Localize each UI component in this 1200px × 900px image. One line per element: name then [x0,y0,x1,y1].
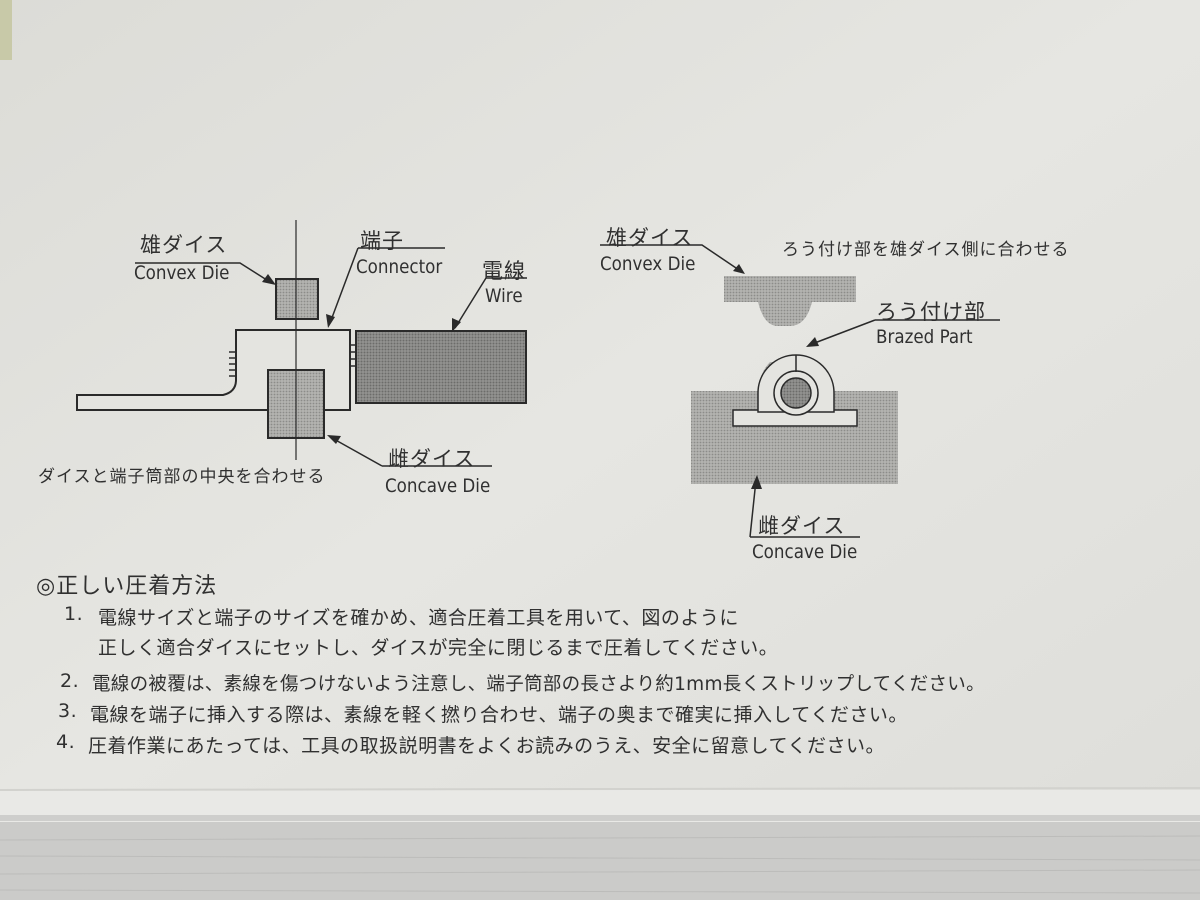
instruction-num-2: 2. [60,670,80,692]
right-concave-die-en: Concave Die [752,541,858,563]
right-brazed-jp: ろう付け部 [876,300,986,324]
right-diagram [600,244,1000,538]
instruction-text-1: 電線サイズと端子のサイズを確かめ、適合圧着工具を用いて、図のように [98,607,739,629]
left-wire-en: Wire [485,285,523,307]
instruction-num-3: 3. [58,700,78,722]
left-concave-die-en: Concave Die [385,475,491,497]
right-convex-die-en: Convex Die [600,253,696,275]
right-convex-die-jp: 雄ダイス [606,226,694,250]
left-convex-die-jp: 雄ダイス [140,233,228,257]
box-edge [0,0,12,60]
right-concave-die-jp: 雌ダイス [758,514,846,538]
instruction-num-4: 4. [56,731,76,753]
wire [355,330,527,404]
left-convex-die-en: Convex Die [134,262,230,284]
left-align-note: ダイスと端子筒部の中央を合わせる [38,467,326,487]
left-connector-en: Connector [356,256,443,278]
right-brazed-en: Brazed Part [876,326,973,348]
instruction-text-4: 圧着作業にあたっては、工具の取扱説明書をよくお読みのうえ、安全に留意してください… [88,735,886,757]
right-brazed-note: ろう付け部を雄ダイス側に合わせる [782,240,1070,260]
left-connector-jp: 端子 [360,229,404,253]
instruction-text-3: 電線を端子に挿入する際は、素線を軽く撚り合わせ、端子の奥まで確実に挿入してくださ… [90,704,908,726]
wood-grain [0,835,1200,894]
instruction-num-1: 1. [64,603,84,625]
instructions-heading: ◎正しい圧着方法 [36,574,218,599]
table-surface [0,820,1200,900]
left-diagram [76,220,527,467]
left-concave-die-jp: 雌ダイス [388,447,476,471]
instruction-text-2: 電線の被覆は、素線を傷つけないよう注意し、端子筒部の長さより約1mm長くストリッ… [92,674,985,695]
left-wire-jp: 電線 [482,259,526,283]
convex-die-right [724,276,856,326]
convex-die [275,278,319,320]
instruction-text-1b: 正しく適合ダイスにセットし、ダイスが完全に閉じるまで圧着してください。 [98,637,779,659]
